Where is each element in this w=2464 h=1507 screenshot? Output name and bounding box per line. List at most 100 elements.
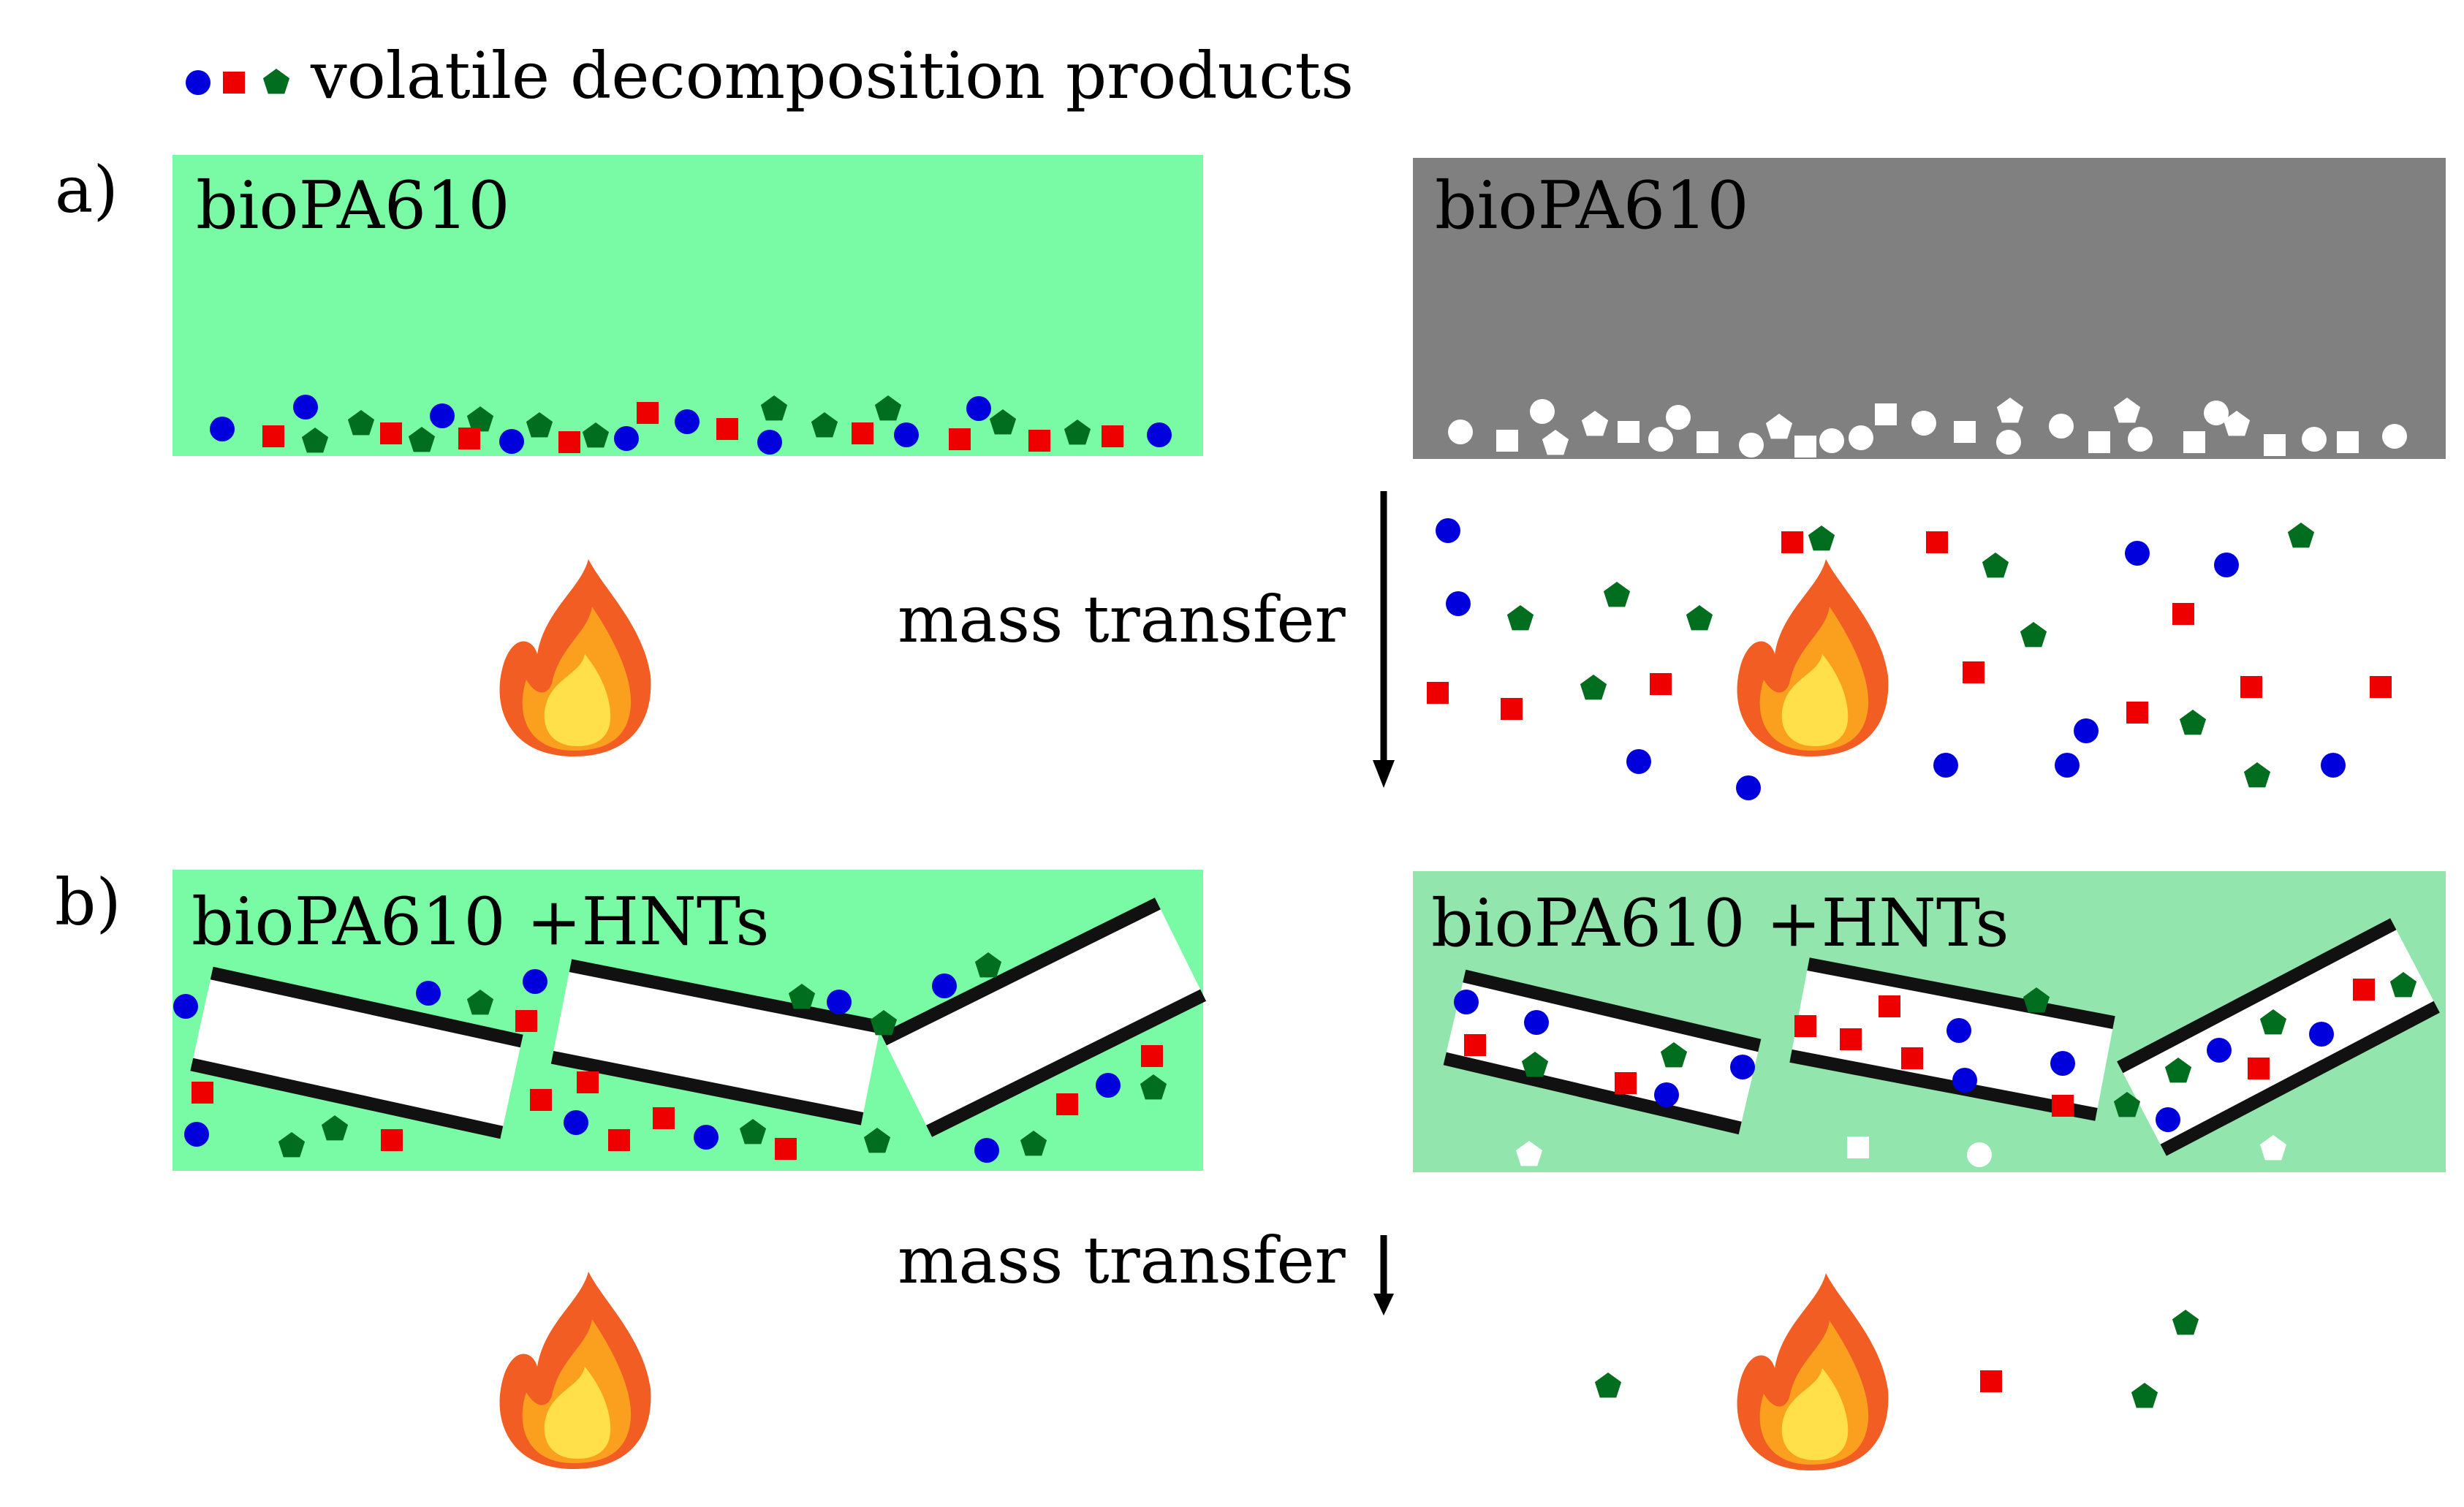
empty-site-marker xyxy=(1542,430,1569,455)
red-square-particle xyxy=(716,418,738,440)
flame-icon xyxy=(499,559,651,756)
blue-circle-particle xyxy=(2125,541,2150,566)
panel-a-left-box: bioPA610 xyxy=(173,155,1203,456)
box-title: bioPA610 xyxy=(196,167,510,244)
empty-site-marker xyxy=(2113,398,2141,423)
empty-site-marker xyxy=(2223,411,2251,436)
green-pentagon-particle xyxy=(1686,605,1713,631)
decomposition-products xyxy=(173,952,1167,1163)
green-pentagon-particle xyxy=(2020,622,2047,648)
flame-core xyxy=(1781,1368,1849,1460)
blue-circle-particle xyxy=(2321,753,2346,778)
blue-circle-particle xyxy=(2050,1051,2075,1076)
blue-circle-particle xyxy=(694,1125,719,1150)
nanotube xyxy=(550,959,882,1125)
nanotube xyxy=(190,966,523,1139)
green-pentagon-particle xyxy=(1506,605,1534,631)
red-square-particle xyxy=(1141,1045,1163,1067)
red-square-particle xyxy=(1501,698,1523,720)
vacated-product-sites xyxy=(1448,398,2407,458)
arrow-head-icon xyxy=(1373,760,1395,788)
blue-circle-particle xyxy=(1454,990,1479,1014)
empty-site-marker xyxy=(1875,403,1897,425)
decomposition-products xyxy=(210,395,1172,455)
nanotube-wall xyxy=(926,989,1207,1137)
green-pentagon-particle xyxy=(2243,762,2271,788)
empty-site-marker xyxy=(1697,431,1718,453)
red-square-particle xyxy=(1879,995,1900,1017)
red-square-particle xyxy=(2172,603,2194,625)
blue-circle-particle xyxy=(974,1138,999,1163)
green-pentagon-particle xyxy=(321,1115,349,1141)
blue-circle-particle xyxy=(564,1110,588,1135)
nanotube-wall xyxy=(2160,1001,2440,1156)
empty-site-marker xyxy=(1849,425,1873,450)
red-square-particle xyxy=(2126,702,2148,724)
empty-site-marker xyxy=(1819,428,1844,453)
red-square-particle xyxy=(577,1071,599,1093)
nanotube xyxy=(880,897,1207,1137)
nanotube-lumen xyxy=(552,965,881,1119)
red-square-particle xyxy=(380,422,402,444)
nanotube xyxy=(1443,969,1762,1135)
empty-site-marker xyxy=(1954,421,1976,443)
red-square-particle xyxy=(1781,531,1803,553)
red-square-particle xyxy=(2052,1095,2074,1117)
flame-icon xyxy=(499,1272,651,1469)
panel-a-label: a) xyxy=(55,152,118,227)
green-pentagon-particle xyxy=(739,1119,767,1145)
green-pentagon-particle xyxy=(1580,675,1607,700)
blue-circle-particle xyxy=(173,994,198,1019)
red-square-particle xyxy=(458,428,480,449)
red-square-particle xyxy=(608,1129,630,1151)
green-pentagon-particle xyxy=(863,1128,891,1153)
blue-circle-particle xyxy=(2309,1022,2334,1047)
green-pentagon-particle xyxy=(2287,523,2315,548)
empty-site-marker xyxy=(2382,424,2407,449)
blue-circle-particle xyxy=(1730,1055,1755,1079)
blue-circle-particle xyxy=(416,981,441,1006)
blue-circle-particle xyxy=(614,426,639,451)
legend: volatile decomposition products xyxy=(186,38,1354,113)
empty-site-marker xyxy=(2264,434,2286,456)
released-volatile-products xyxy=(1594,1310,2199,1408)
red-square-particle xyxy=(1056,1093,1078,1115)
panel-b-left-box: bioPA610 +HNTs xyxy=(173,870,1207,1171)
green-pentagon-particle xyxy=(811,412,838,438)
red-square-particle xyxy=(2248,1058,2270,1079)
red-square-particle xyxy=(1028,430,1050,452)
entrapped-products xyxy=(1454,972,2417,1167)
flame-core xyxy=(544,654,611,746)
green-pentagon-particle xyxy=(1982,553,2009,578)
empty-site-marker xyxy=(1996,398,2024,423)
green-pentagon-particle xyxy=(1064,420,1091,445)
green-pentagon-particle xyxy=(2259,1009,2287,1035)
red-square-particle xyxy=(1464,1034,1486,1056)
blue-circle-particle xyxy=(894,422,919,447)
red-square-particle xyxy=(1102,425,1123,447)
empty-site-marker xyxy=(1739,433,1764,458)
polymer-matrix xyxy=(173,155,1203,456)
red-square-particle xyxy=(653,1107,675,1129)
red-square-particle xyxy=(2370,676,2392,698)
red-square-particle xyxy=(1901,1047,1923,1069)
blue-circle-particle xyxy=(1096,1073,1121,1098)
blue-circle-particle xyxy=(210,417,235,441)
released-volatile-products xyxy=(1427,518,2392,800)
empty-site-marker xyxy=(2088,431,2110,453)
red-square-particle xyxy=(949,428,971,450)
nanotube-lumen xyxy=(192,973,522,1133)
blue-circle-particle xyxy=(2156,1107,2180,1132)
empty-site-marker xyxy=(2183,431,2205,453)
empty-site-marker xyxy=(1530,399,1555,424)
blue-circle-particle xyxy=(966,396,991,421)
empty-site-marker xyxy=(1666,405,1691,430)
green-pentagon-particle xyxy=(1660,1042,1688,1068)
green-pentagon-particle xyxy=(760,395,788,421)
blue-circle-particle xyxy=(1446,591,1471,616)
nanotube-lumen xyxy=(883,903,1204,1131)
blue-circle-particle xyxy=(827,990,852,1014)
red-square-particle xyxy=(381,1129,403,1151)
red-square-particle xyxy=(1840,1028,1862,1050)
legend-blue-circle xyxy=(186,70,211,95)
